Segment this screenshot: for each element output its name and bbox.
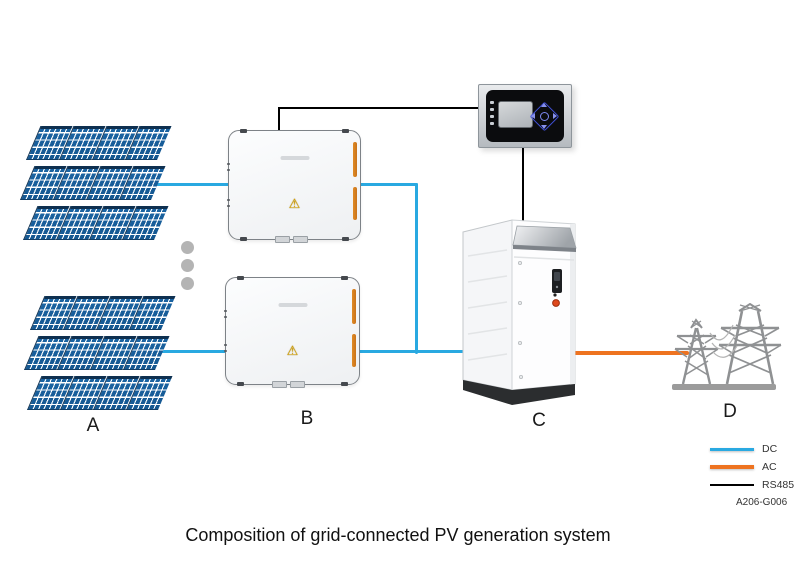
dc-line-swatch	[710, 447, 754, 451]
document-code: A206-G006	[736, 497, 788, 508]
inverter-brand-mark	[280, 156, 309, 160]
mount-clip	[237, 382, 244, 386]
transformer-cabinet	[462, 219, 577, 405]
arrow-up-icon	[541, 103, 547, 107]
navigation-pad	[529, 101, 560, 132]
cabinet-canopy-lip	[513, 245, 576, 252]
dc-line-pv1-to-inverter1	[150, 183, 230, 186]
inverter-brand-mark	[278, 303, 307, 307]
power-wires	[709, 324, 738, 358]
cabinet-indicator-dot	[553, 293, 557, 297]
arrow-right-icon	[553, 113, 557, 119]
side-tab	[224, 316, 227, 318]
monitor-front-panel	[486, 90, 564, 142]
tower-left	[674, 318, 719, 385]
rs485-line-monitor-to-cabinet	[522, 145, 524, 226]
tower-right	[718, 303, 782, 385]
cabinet-front-shade	[570, 224, 575, 385]
legend-label: RS485	[762, 479, 795, 491]
mount-clip	[240, 129, 247, 133]
side-tab	[224, 344, 227, 346]
cabinet-base	[463, 380, 575, 405]
dc-line-inverter1-out	[359, 183, 418, 186]
ground-bar	[672, 384, 776, 390]
bottom-connector	[272, 381, 287, 388]
legend-label: DC	[762, 443, 778, 455]
mount-clip	[342, 129, 349, 133]
transmission-towers	[672, 303, 782, 390]
bottom-connector	[293, 236, 308, 243]
monitor-status-icons	[490, 101, 494, 125]
inverter-heatsink-strip	[353, 142, 357, 177]
warning-icon: ⚠	[288, 196, 301, 211]
cabinet-canopy	[512, 225, 577, 249]
inverter-1: ⚠	[227, 129, 361, 243]
mount-clip	[240, 237, 247, 241]
side-tab	[227, 205, 230, 207]
cabinet-screws	[518, 261, 524, 379]
arrow-left-icon	[531, 113, 535, 119]
mount-clip	[341, 276, 348, 280]
cabinet-display-screen	[554, 272, 560, 281]
dc-line-pv2-to-inverter2	[152, 350, 227, 353]
mount-clip	[342, 237, 349, 241]
dc-line-inverter2-to-cabinet	[358, 350, 473, 353]
inverter-heatsink-strip	[352, 289, 356, 324]
monitoring-device	[478, 84, 572, 148]
navpad-ok-button	[540, 112, 549, 121]
pv-array-group-1	[20, 126, 172, 242]
mount-clip	[237, 276, 244, 280]
inverter-heatsink-strip	[352, 334, 356, 367]
legend-item-rs485: RS485	[710, 479, 796, 491]
canopy-shadow	[513, 256, 575, 261]
label-inverters: B	[300, 408, 314, 429]
rs485-line-inverter-riser	[278, 107, 280, 132]
inverter-heatsink-strip	[353, 187, 357, 220]
side-tab	[224, 310, 227, 312]
side-tab	[227, 169, 230, 171]
monitor-screen	[498, 101, 533, 128]
dc-line-vertical-junction	[415, 183, 418, 354]
legend-label: AC	[762, 461, 777, 473]
label-grid: D	[723, 401, 737, 422]
legend-item-ac: AC	[710, 461, 796, 473]
arrow-down-icon	[541, 125, 547, 129]
display-dot	[555, 285, 559, 289]
side-tab	[227, 199, 230, 201]
legend-item-dc: DC	[710, 443, 796, 455]
rs485-line-horizontal	[278, 107, 479, 109]
ac-line-cabinet-to-grid	[569, 351, 689, 355]
bottom-connector	[275, 236, 290, 243]
label-cabinet: C	[532, 410, 546, 431]
ellipsis-dot	[181, 259, 194, 272]
more-units-ellipsis	[181, 241, 194, 290]
label-pv-array: A	[86, 415, 100, 436]
mount-clip	[341, 382, 348, 386]
bottom-connector	[290, 381, 305, 388]
cabinet-vents	[467, 249, 508, 361]
pv-array-group-2	[24, 296, 176, 412]
side-tab	[224, 350, 227, 352]
diagram-caption: Composition of grid-connected PV generat…	[185, 525, 611, 545]
warning-icon: ⚠	[286, 343, 299, 358]
emergency-stop-button	[552, 299, 560, 307]
ellipsis-dot	[181, 277, 194, 290]
ellipsis-dot	[181, 241, 194, 254]
side-tab	[227, 163, 230, 165]
ac-line-swatch	[710, 465, 754, 469]
inverter-2: ⚠	[224, 276, 360, 388]
rs485-line-swatch	[710, 484, 754, 486]
legend: DC AC RS485 A206-G006	[710, 443, 796, 508]
